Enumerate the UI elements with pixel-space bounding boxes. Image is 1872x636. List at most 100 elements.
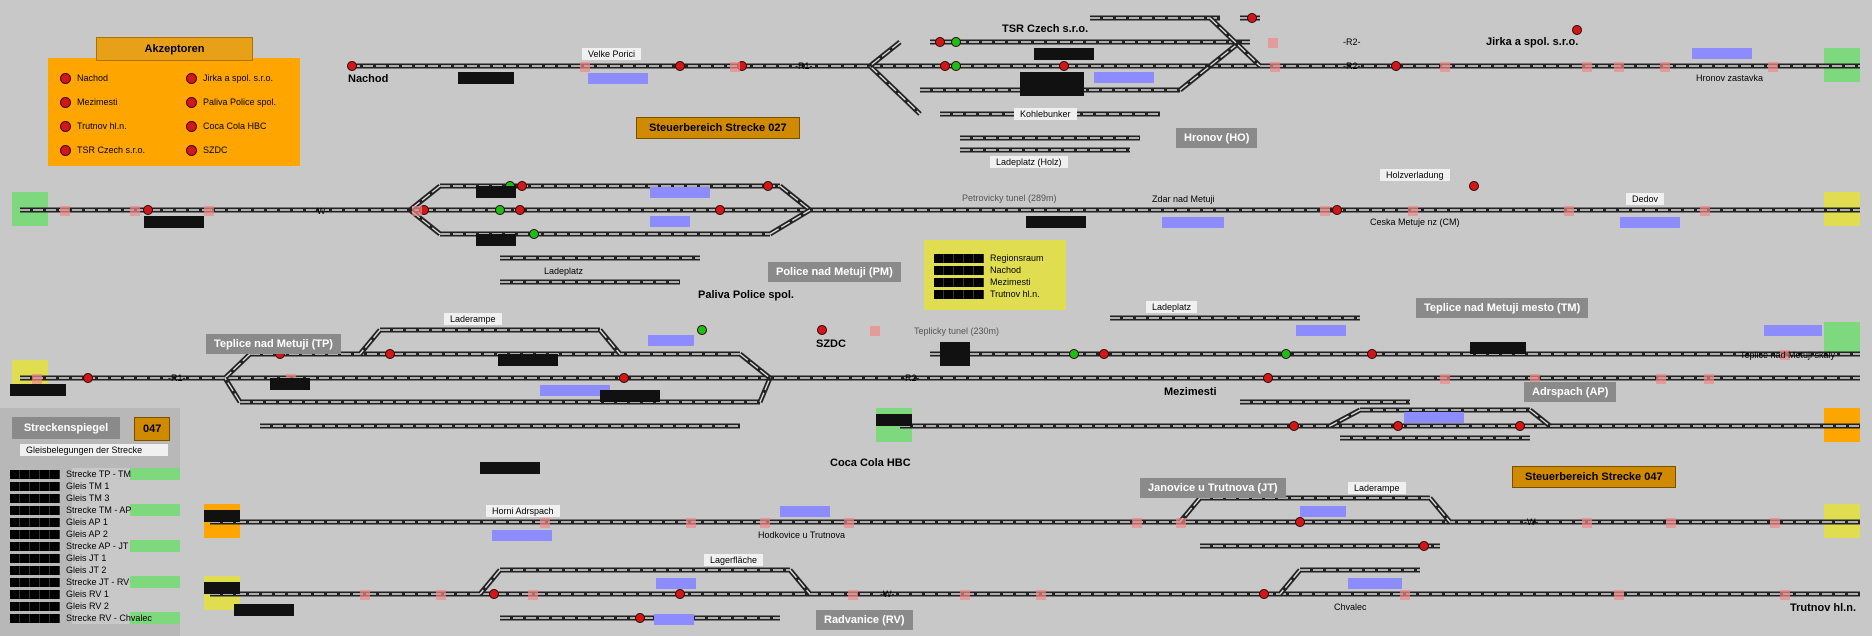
train-block <box>10 384 66 396</box>
occupancy-row[interactable]: Strecke JT - RV <box>10 576 180 588</box>
train-block <box>1020 72 1084 84</box>
region-row[interactable]: Regionsraum <box>934 252 1044 264</box>
station-adrspach[interactable]: Adrspach (AP) <box>1524 382 1617 402</box>
akzeptor-item[interactable]: TSR Czech s.r.o. <box>48 140 174 160</box>
section-marker <box>528 590 538 600</box>
section-marker <box>1268 38 1278 48</box>
label-jirka: Jirka a spol. s.r.o. <box>1486 36 1579 48</box>
train-block <box>476 234 516 246</box>
section-marker <box>1564 206 1574 216</box>
signal-icon <box>1515 421 1525 431</box>
occupancy-row[interactable]: Gleis AP 2 <box>10 528 180 540</box>
label-laderampe-jt: Laderampe <box>1348 482 1406 494</box>
occupancy-row[interactable]: Strecke RV - Chvalec <box>10 612 180 624</box>
occupancy-indicator <box>934 289 984 299</box>
occupancy-row[interactable]: Strecke TM - AP <box>10 504 180 516</box>
label-holzverladung: Holzverladung <box>1380 169 1450 181</box>
station-janovice[interactable]: Janovice u Trutnova (JT) <box>1140 478 1286 498</box>
region-row[interactable]: Mezimesti <box>934 276 1044 288</box>
signal-icon <box>515 205 525 215</box>
streckenspiegel-subtitle: Gleisbelegungen der Strecke <box>20 444 168 456</box>
occupied-block <box>1348 578 1402 589</box>
label-mezimesti: Mezimesti <box>1164 386 1217 398</box>
signal-icon <box>1059 61 1069 71</box>
section-marker <box>1780 590 1790 600</box>
occupancy-row[interactable]: Gleis RV 1 <box>10 588 180 600</box>
akzeptor-item[interactable]: Mezimesti <box>48 92 174 112</box>
occupancy-row[interactable]: Gleis TM 3 <box>10 492 180 504</box>
section-marker <box>130 206 140 216</box>
occupancy-indicator <box>10 517 60 527</box>
label-trutnov: Trutnov hl.n. <box>1790 602 1856 614</box>
station-police[interactable]: Police nad Metuji (PM) <box>768 262 901 282</box>
occupied-block <box>588 73 648 84</box>
area-strecke-027[interactable]: Steuerbereich Strecke 027 <box>636 117 800 139</box>
label-kohlebunker[interactable]: Kohlebunker <box>1014 108 1077 120</box>
occupancy-row[interactable]: Strecke TP - TM <box>10 468 180 480</box>
streckenspiegel-number: 047 <box>134 417 171 441</box>
train-block <box>940 342 970 354</box>
station-radvanice[interactable]: Radvanice (RV) <box>816 610 913 630</box>
occupancy-row[interactable]: Strecke AP - JT <box>10 540 180 552</box>
label-horni-adrspach: Horni Adrspach <box>486 505 560 517</box>
akzeptor-item[interactable]: SZDC <box>174 140 300 160</box>
track-segment-inner <box>769 209 811 235</box>
section-marker <box>1582 518 1592 528</box>
occupancy-row[interactable]: Gleis JT 1 <box>10 552 180 564</box>
train-block <box>144 216 204 228</box>
occupancy-indicator <box>10 577 60 587</box>
section-marker <box>844 518 854 528</box>
occupancy-indicator <box>10 505 60 515</box>
label-teplice-skaly: Teplice nad Metuji skaly <box>1740 350 1836 360</box>
occupied-block <box>648 335 694 346</box>
section-marker <box>540 518 550 528</box>
section-marker <box>1614 62 1624 72</box>
section-marker <box>1614 590 1624 600</box>
occupancy-indicator <box>934 253 984 263</box>
train-block <box>234 604 294 616</box>
occupancy-indicator <box>10 601 60 611</box>
region-row[interactable]: Trutnov hl.n. <box>934 288 1044 300</box>
label-nachod: Nachod <box>348 73 389 85</box>
station-hronov[interactable]: Hronov (HO) <box>1176 128 1258 148</box>
station-teplice-tp[interactable]: Teplice nad Metuji (TP) <box>206 334 341 354</box>
occupancy-indicator <box>10 493 60 503</box>
occupancy-indicator <box>10 541 60 551</box>
station-teplice-tm[interactable]: Teplice nad Metuji mesto (TM) <box>1416 298 1589 318</box>
region-row[interactable]: Nachod <box>934 264 1044 276</box>
occupancy-row[interactable]: Gleis RV 2 <box>10 600 180 612</box>
train-block <box>458 72 514 84</box>
occupancy-indicator <box>10 589 60 599</box>
signal-icon <box>951 61 961 71</box>
occupancy-row[interactable]: Gleis TM 1 <box>10 480 180 492</box>
section-marker <box>436 590 446 600</box>
akzeptor-item[interactable]: Coca Cola HBC <box>174 116 300 136</box>
akzeptor-item[interactable]: Nachod <box>48 68 174 88</box>
signal-icon <box>60 144 71 156</box>
occupied-block <box>1296 325 1346 336</box>
label-teplicky: Teplicky tunel (230m) <box>914 326 1000 336</box>
area-strecke-047[interactable]: Steuerbereich Strecke 047 <box>1512 466 1676 488</box>
section-marker <box>1530 374 1540 384</box>
signal-icon <box>1281 349 1291 359</box>
occupied-block <box>540 385 610 396</box>
occupancy-row[interactable]: Gleis JT 2 <box>10 564 180 576</box>
akzeptor-item[interactable]: Jirka a spol. s.r.o. <box>174 68 300 88</box>
akzeptor-item[interactable]: Paliva Police spol. <box>174 92 300 112</box>
akzeptor-item[interactable]: Trutnov hl.n. <box>48 116 174 136</box>
signal-icon <box>186 72 197 84</box>
track-name: -R2- <box>1343 37 1361 47</box>
label-szdc: SZDC <box>816 338 846 350</box>
occupied-block <box>1094 72 1154 83</box>
track-segment-inner <box>479 569 501 595</box>
label-coca-cola: Coca Cola HBC <box>830 457 911 469</box>
occupied-block <box>1404 412 1464 423</box>
track-name: -R2- <box>902 373 920 383</box>
occupancy-row[interactable]: Gleis AP 1 <box>10 516 180 528</box>
akzeptoren-list: Nachod Jirka a spol. s.r.o. Mezimesti Pa… <box>48 68 300 160</box>
occupied-block <box>656 578 696 589</box>
label-tsr: TSR Czech s.r.o. <box>1002 23 1089 35</box>
section-marker <box>1132 518 1142 528</box>
label-paliva: Paliva Police spol. <box>698 289 794 301</box>
signal-icon <box>635 613 645 623</box>
